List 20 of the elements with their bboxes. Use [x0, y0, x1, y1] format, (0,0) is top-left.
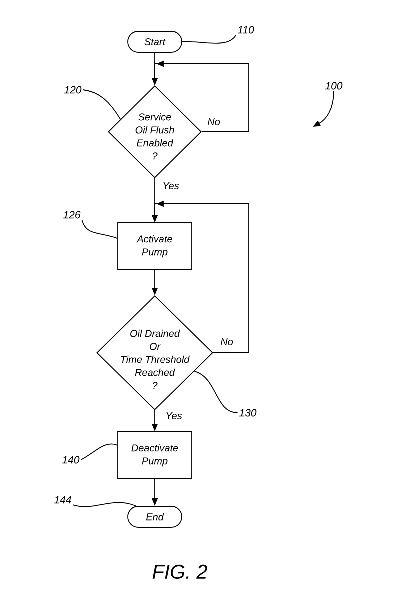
reference-numeral: 140 [62, 456, 80, 464]
edge-label: Yes [164, 412, 184, 420]
reference-numeral: 130 [240, 409, 257, 417]
reference-numeral: 110 [238, 26, 254, 34]
reference-numeral: 120 [64, 86, 82, 94]
reference-numeral: 100 [326, 82, 343, 90]
leader-line [80, 444, 118, 460]
reference-numeral: 144 [54, 496, 72, 504]
leader-line [82, 220, 118, 239]
leader-line [82, 90, 122, 120]
edge-label: No [206, 118, 222, 126]
leader-line [182, 34, 237, 44]
edge-label: Yes [162, 182, 180, 190]
figure-caption: FIG. 2 [152, 564, 208, 580]
reference-numeral: 126 [64, 211, 81, 219]
leader-line [72, 502, 137, 508]
edge-label: No [220, 338, 234, 346]
process-box: Deactivate Pump [118, 432, 192, 480]
process-box: Activate Pump [118, 222, 192, 270]
leader-line [194, 371, 238, 414]
